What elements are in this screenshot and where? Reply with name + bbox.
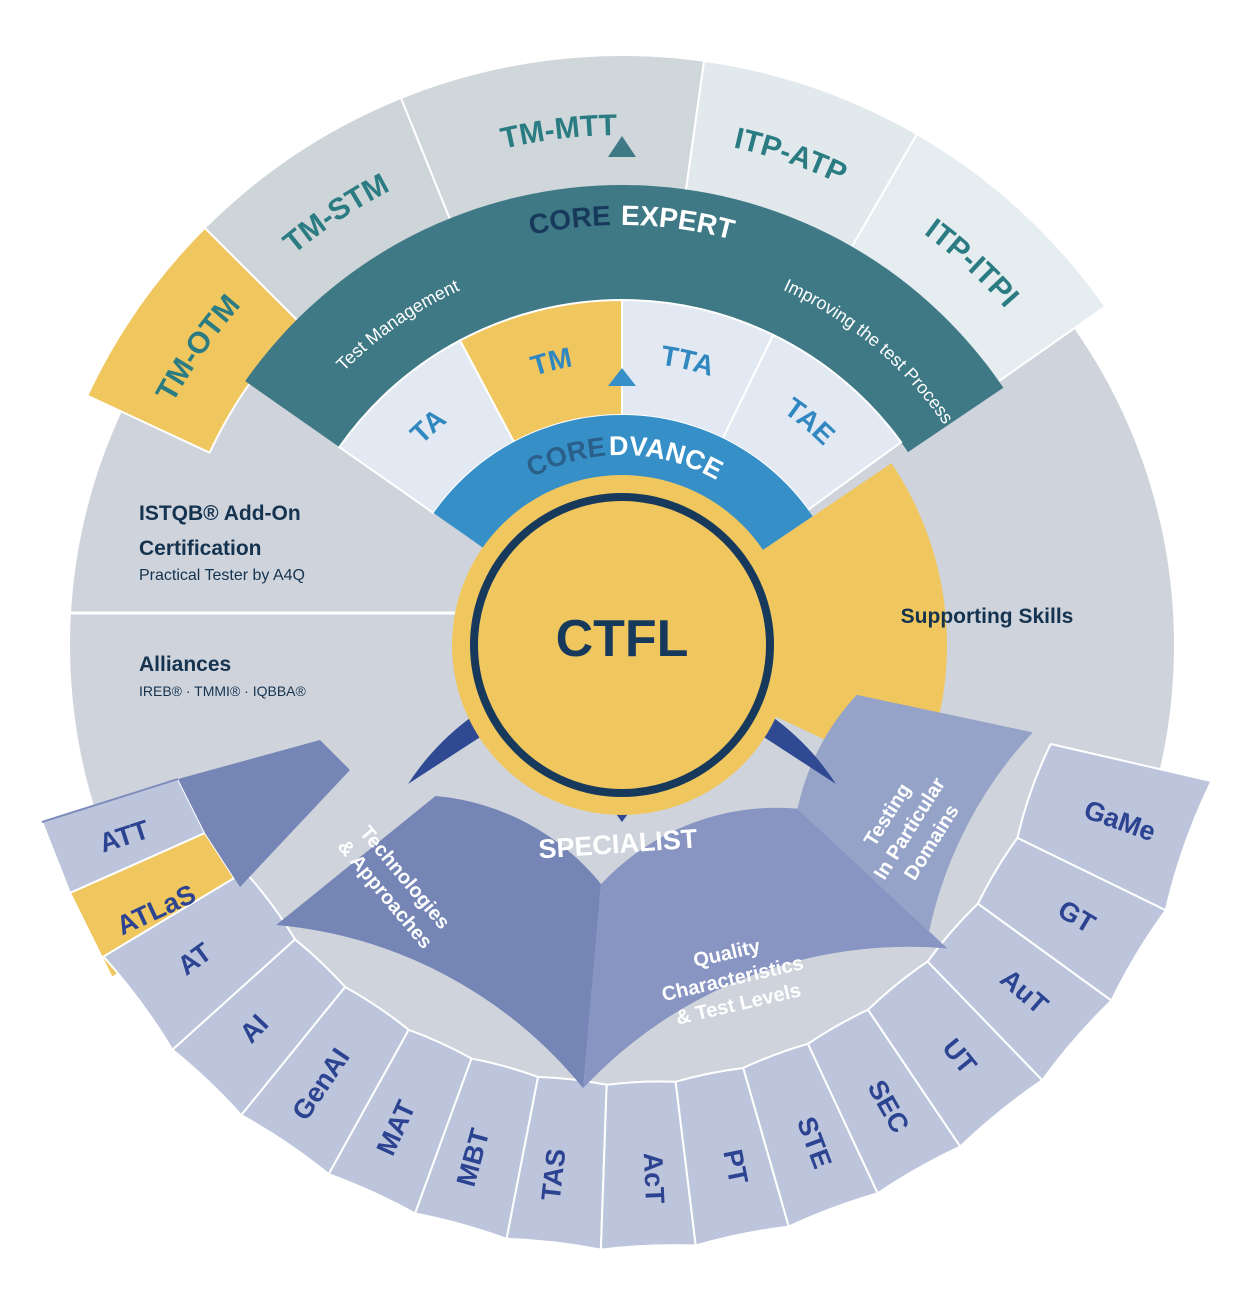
supporting-skills-label: Supporting Skills xyxy=(901,605,1074,628)
core-advanced-band xyxy=(433,414,813,556)
addon-title-line1: ISTQB® Add-On xyxy=(139,502,301,525)
core-advanced-arrow xyxy=(608,368,636,386)
core-expert-band xyxy=(245,184,1004,453)
specialist-frame-top-left xyxy=(41,778,179,823)
specialist-module-pt: PT xyxy=(717,1147,753,1187)
supporting-skills-sector xyxy=(754,463,948,783)
specialist-module-act: AcT xyxy=(638,1152,670,1205)
specialist-module-tas: TAS xyxy=(536,1147,572,1202)
core-expert-arrow xyxy=(608,136,636,157)
specialist-category-domains xyxy=(797,694,1033,932)
ctfl-label: CTFL xyxy=(556,610,689,668)
specialist-category-qc xyxy=(583,807,948,1089)
specialist-category-label-qc: QualityCharacteristics& Test Levels xyxy=(654,927,811,1032)
specialist-tile-game xyxy=(1016,742,1213,912)
specialist-category-tech-extension xyxy=(178,740,350,887)
specialist-category-tech xyxy=(276,796,602,1089)
addon-title-line2: Certification xyxy=(139,537,262,560)
ctfl-inner-ring xyxy=(470,493,774,797)
addon-subtitle: Practical Tester by A4Q xyxy=(139,567,305,584)
alliances-subtitle: IREB® · TMMI® · IQBBA® xyxy=(139,683,306,699)
alliances-title: Alliances xyxy=(139,653,231,676)
